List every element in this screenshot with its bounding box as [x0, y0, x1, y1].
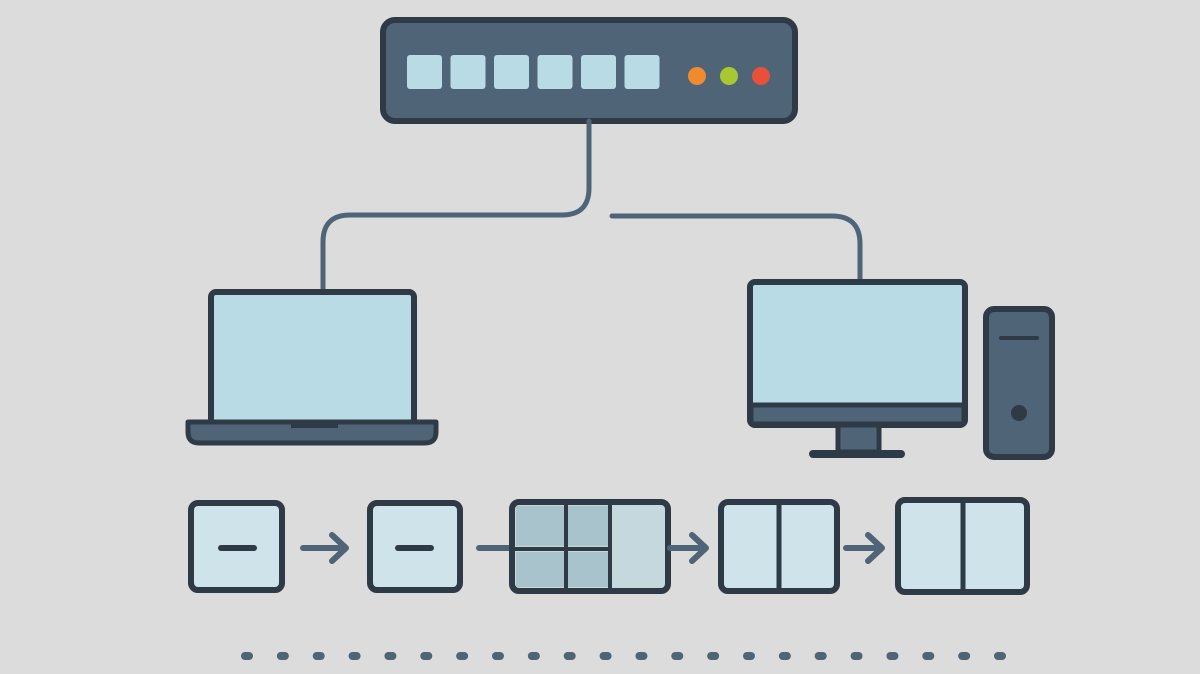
- green-led: [720, 67, 738, 85]
- arrow-3-icon: [667, 532, 709, 564]
- network-cables: [320, 118, 863, 295]
- arrow-1-icon: [300, 532, 349, 564]
- divider-dot: [527, 652, 540, 660]
- red-led: [752, 67, 770, 85]
- divider-dot: [707, 652, 720, 660]
- divider-dot: [276, 652, 289, 660]
- divider-dot: [743, 652, 755, 660]
- step-2-single-window: [367, 500, 463, 593]
- switch-leds: [688, 67, 770, 85]
- laptop-icon: [185, 289, 439, 446]
- switch-ports: [407, 55, 660, 89]
- switch-port-2: [450, 55, 486, 89]
- dotted-divider: [241, 652, 1006, 660]
- switch-port-6: [624, 55, 660, 89]
- cable-to-desktop: [609, 213, 863, 283]
- divider-dot: [420, 652, 433, 660]
- switch-port-1: [407, 55, 442, 89]
- divider-dot: [312, 652, 325, 660]
- divider-dot: [778, 652, 791, 660]
- divider-dot: [671, 652, 684, 660]
- step-5-split-layout: [895, 497, 1030, 595]
- divider-dot: [958, 652, 971, 660]
- arrow-4-icon: [843, 532, 885, 564]
- divider-dot: [886, 652, 899, 660]
- divider-dot: [241, 652, 253, 660]
- divider-dot: [635, 652, 648, 660]
- tower-pc-icon: [983, 306, 1055, 460]
- divider-dot: [922, 652, 935, 660]
- orange-led: [688, 67, 706, 85]
- divider-dot: [456, 652, 469, 660]
- divider-dot: [850, 652, 863, 660]
- switch-port-4: [537, 55, 573, 89]
- divider-dot: [599, 652, 612, 660]
- step-3-grid-layout: [509, 499, 671, 594]
- layout-steps: [188, 497, 1030, 595]
- divider-dot: [348, 652, 361, 660]
- switch-port-5: [581, 55, 616, 89]
- divider-dot: [492, 652, 504, 660]
- network-switch-icon: [380, 17, 798, 124]
- divider-dot: [384, 652, 397, 660]
- cable-to-laptop: [320, 118, 592, 295]
- desktop-monitor-icon: [747, 279, 968, 458]
- switch-port-3: [494, 55, 529, 89]
- divider-dot: [563, 652, 576, 660]
- divider-dot: [994, 652, 1006, 660]
- step-1-single-window: [188, 500, 285, 593]
- step-4-split-layout: [718, 499, 840, 594]
- divider-dot: [814, 652, 827, 660]
